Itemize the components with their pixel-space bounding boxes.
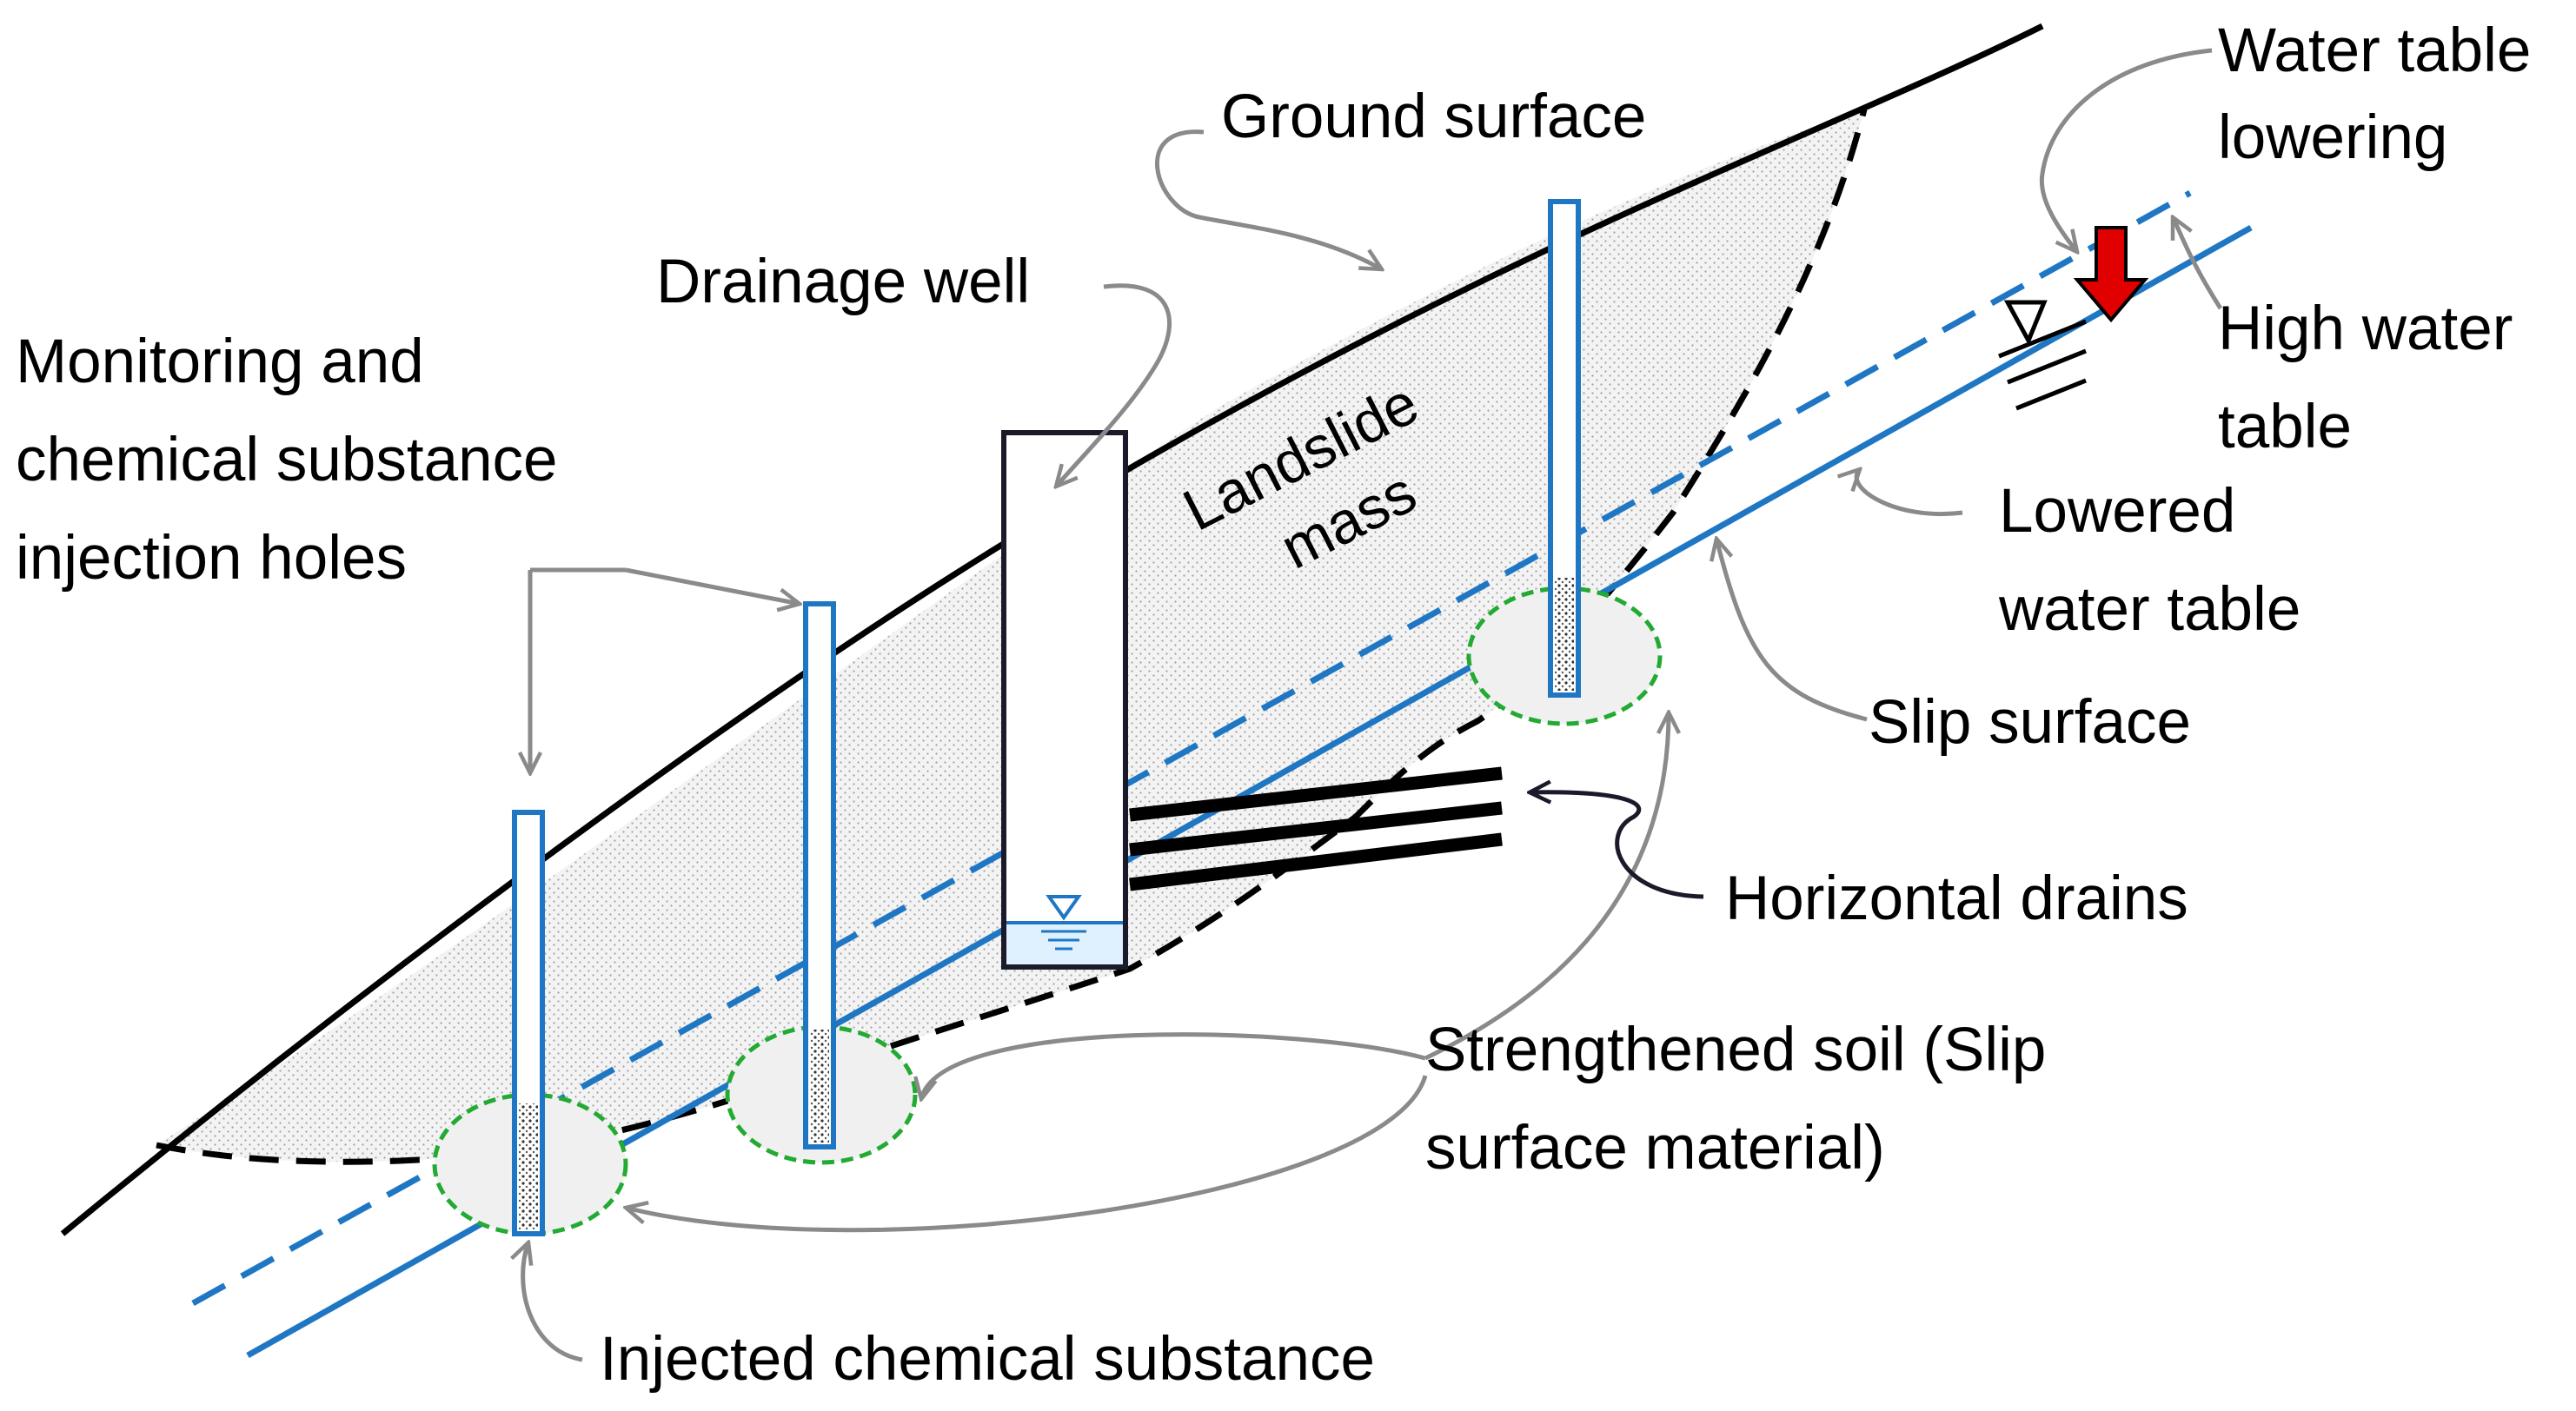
high-water-table-label-line1: High water: [2218, 295, 2513, 363]
strengthened-soil-label-line1: Strengthened soil (Slip: [1425, 1016, 2046, 1084]
strengthened-soil-label-line2: surface material): [1425, 1114, 1885, 1182]
lowered-water-table-label-line2: water table: [1998, 575, 2300, 644]
ground-surface-line: [60, 23, 2044, 1236]
high-water-table-line: [191, 189, 2192, 1307]
horizontal-drains: [1129, 766, 1503, 891]
injection-hole-3: [1548, 199, 1581, 698]
injection-hole-1: [512, 810, 545, 1236]
water-table-lowering-label-line1: Water table: [2218, 17, 2531, 85]
drainage-well: [1001, 430, 1128, 970]
water-level-triangle-icon: [2003, 300, 2048, 346]
lowered-water-table-label-line1: Lowered: [1999, 477, 2235, 546]
injected-chemical-label: Injected chemical substance: [600, 1325, 1375, 1394]
monitoring-holes-label-line2: chemical substance: [16, 426, 558, 494]
injection-hole-2: [803, 601, 836, 1149]
horizontal-drains-leader: [1530, 792, 1704, 899]
ground-surface-label: Ground surface: [1221, 83, 1646, 151]
high-water-table-label-line2: table: [2218, 393, 2352, 461]
monitoring-holes-label-line1: Monitoring and: [16, 328, 424, 396]
slip-surface-label: Slip surface: [1869, 688, 2191, 757]
water-table-lowering-label-line2: lowering: [2218, 103, 2447, 172]
horizontal-drains-label: Horizontal drains: [1725, 864, 2188, 933]
drainage-well-label: Drainage well: [656, 248, 1030, 316]
slip-surface-line: [156, 109, 1868, 1165]
well-water-level-icon: [1046, 895, 1082, 921]
monitoring-holes-label-line3: injection holes: [16, 524, 407, 593]
leader-lines: [523, 48, 2223, 1362]
water-table-symbol: [1998, 300, 2087, 411]
water-table-lowering-arrow-icon: [2073, 226, 2149, 323]
